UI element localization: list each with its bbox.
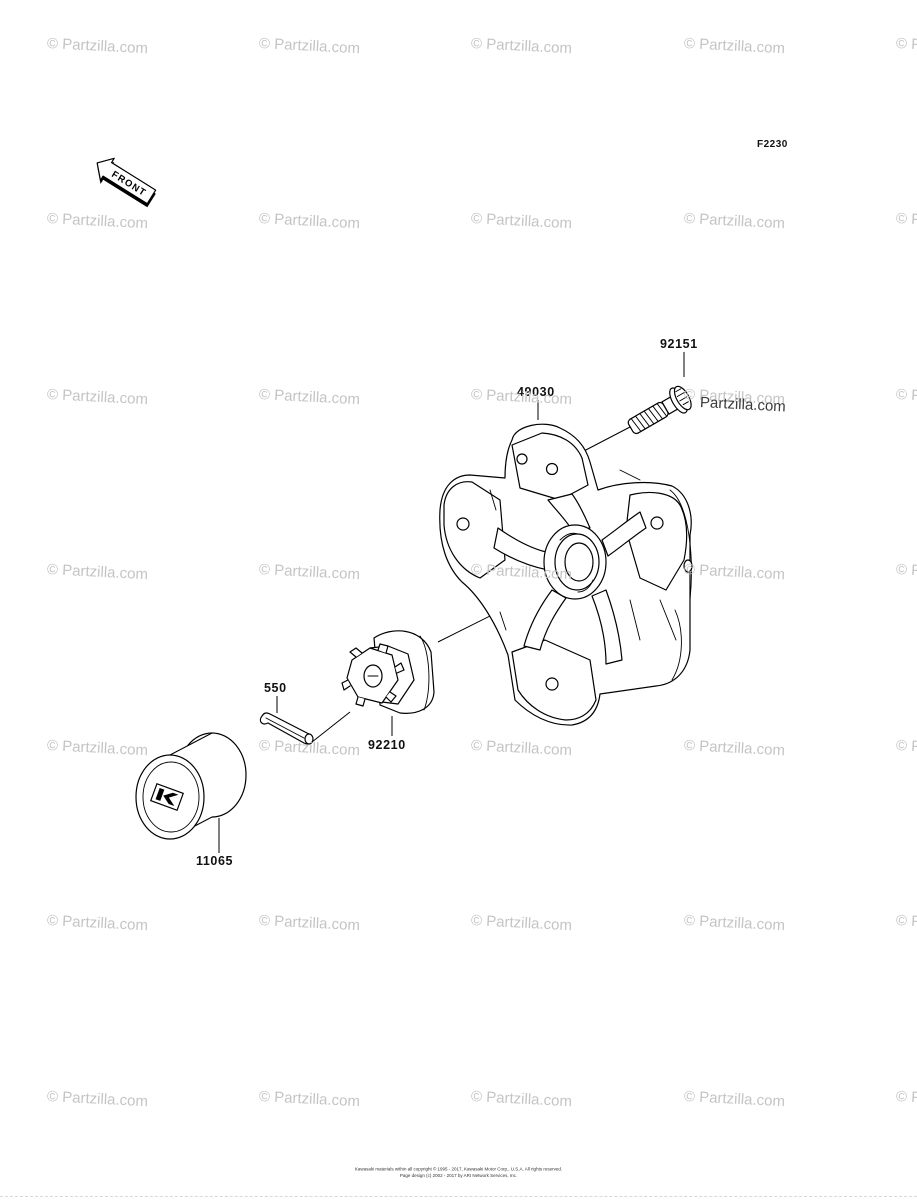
footer-line-2: Page design (c) 2002 - 2017 by ARI Netwo… (399, 1173, 518, 1178)
cotter-pin-550[interactable] (259, 712, 314, 745)
hub-bolt-hole (545, 462, 559, 476)
part-number-49030[interactable]: 49030 (517, 385, 555, 399)
hub-boss-shading (559, 532, 594, 593)
part-number-92210[interactable]: 92210 (368, 738, 406, 752)
cap-front-inner-rim (142, 761, 200, 833)
logo-k-mark (155, 787, 179, 807)
copyright-footer: Kawasaki materials within all copyright … (229, 1166, 688, 1179)
front-direction-arrow-icon: FRONT (96, 157, 157, 208)
hub-rear-flange (669, 489, 692, 681)
part-number-550[interactable]: 550 (264, 681, 287, 695)
part-number-92151[interactable]: 92151 (660, 337, 698, 351)
hub-spoke-right (601, 511, 647, 557)
part-number-11065[interactable]: 11065 (196, 854, 233, 868)
stud-threads (630, 403, 668, 432)
hub-49030[interactable] (439, 423, 693, 726)
hub-bolt-hole (545, 677, 559, 691)
diagram-code: F2230 (757, 139, 788, 150)
footer-line-1: Kawasaki materials within all copyright … (354, 1166, 563, 1172)
hub-spoke-bottom-left (523, 589, 567, 651)
pin-axis-line (311, 711, 351, 743)
hub-spoke-top (547, 493, 591, 531)
hub-spoke-bottom (591, 589, 623, 665)
hub-cap-11065[interactable] (135, 732, 247, 840)
nut-flange-edge (419, 635, 430, 711)
nut-castellations (341, 643, 405, 707)
hub-edge-detail (489, 469, 677, 641)
stud-axis-line (581, 426, 631, 453)
cap-top-edge (169, 732, 213, 756)
stud-threaded-body (627, 401, 669, 435)
cotter-pin-eye (304, 733, 314, 745)
hub-bolt-hole (456, 517, 470, 531)
stud-head-knurl (675, 388, 689, 406)
hub-boss-bore (564, 542, 594, 582)
hub-bolt-hole (650, 516, 664, 530)
wheel-stud-92151[interactable] (624, 383, 695, 440)
bottom-divider (0, 1196, 917, 1197)
kawasaki-logo-icon (149, 782, 185, 812)
hub-left-lobe (443, 481, 506, 579)
cotter-pin-split (265, 717, 305, 739)
castle-nut-92210[interactable] (341, 630, 435, 714)
hub-bolt-hole (516, 453, 528, 465)
hub-bolt-hole (683, 559, 693, 573)
stud-head-face (673, 385, 692, 411)
front-arrow-body (96, 157, 157, 205)
